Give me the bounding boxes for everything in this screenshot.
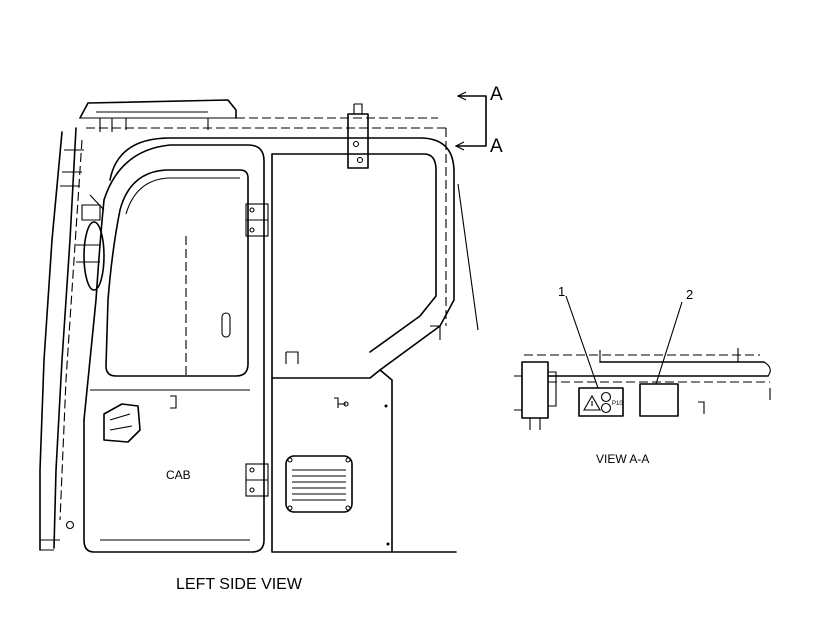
decal-2 (639, 383, 679, 417)
cab-rear-post (39, 127, 84, 551)
cab-left-side-view (39, 99, 479, 553)
cab-lower-body (271, 325, 457, 553)
cab-frame (109, 103, 479, 379)
decal-icon-text: P10 (612, 401, 623, 407)
callout-1: 1 (558, 284, 565, 299)
grab-handle (76, 194, 105, 291)
view-a-a-detail: P10 (514, 295, 771, 430)
cab-roof (79, 99, 446, 132)
gauge-icon (600, 391, 612, 403)
section-marker-label-top: A (490, 84, 503, 105)
view-a-a-caption: VIEW A-A (596, 452, 649, 466)
section-marker (455, 91, 487, 151)
callout-2: 2 (686, 287, 693, 302)
section-marker-label-bottom: A (490, 136, 503, 157)
gauge-icon (600, 402, 612, 414)
left-side-view-caption: LEFT SIDE VIEW (176, 576, 303, 593)
cab-label: CAB (166, 468, 191, 482)
vent-grille (285, 455, 353, 513)
cab-door (83, 144, 269, 553)
decal-1: P10 (578, 387, 624, 417)
